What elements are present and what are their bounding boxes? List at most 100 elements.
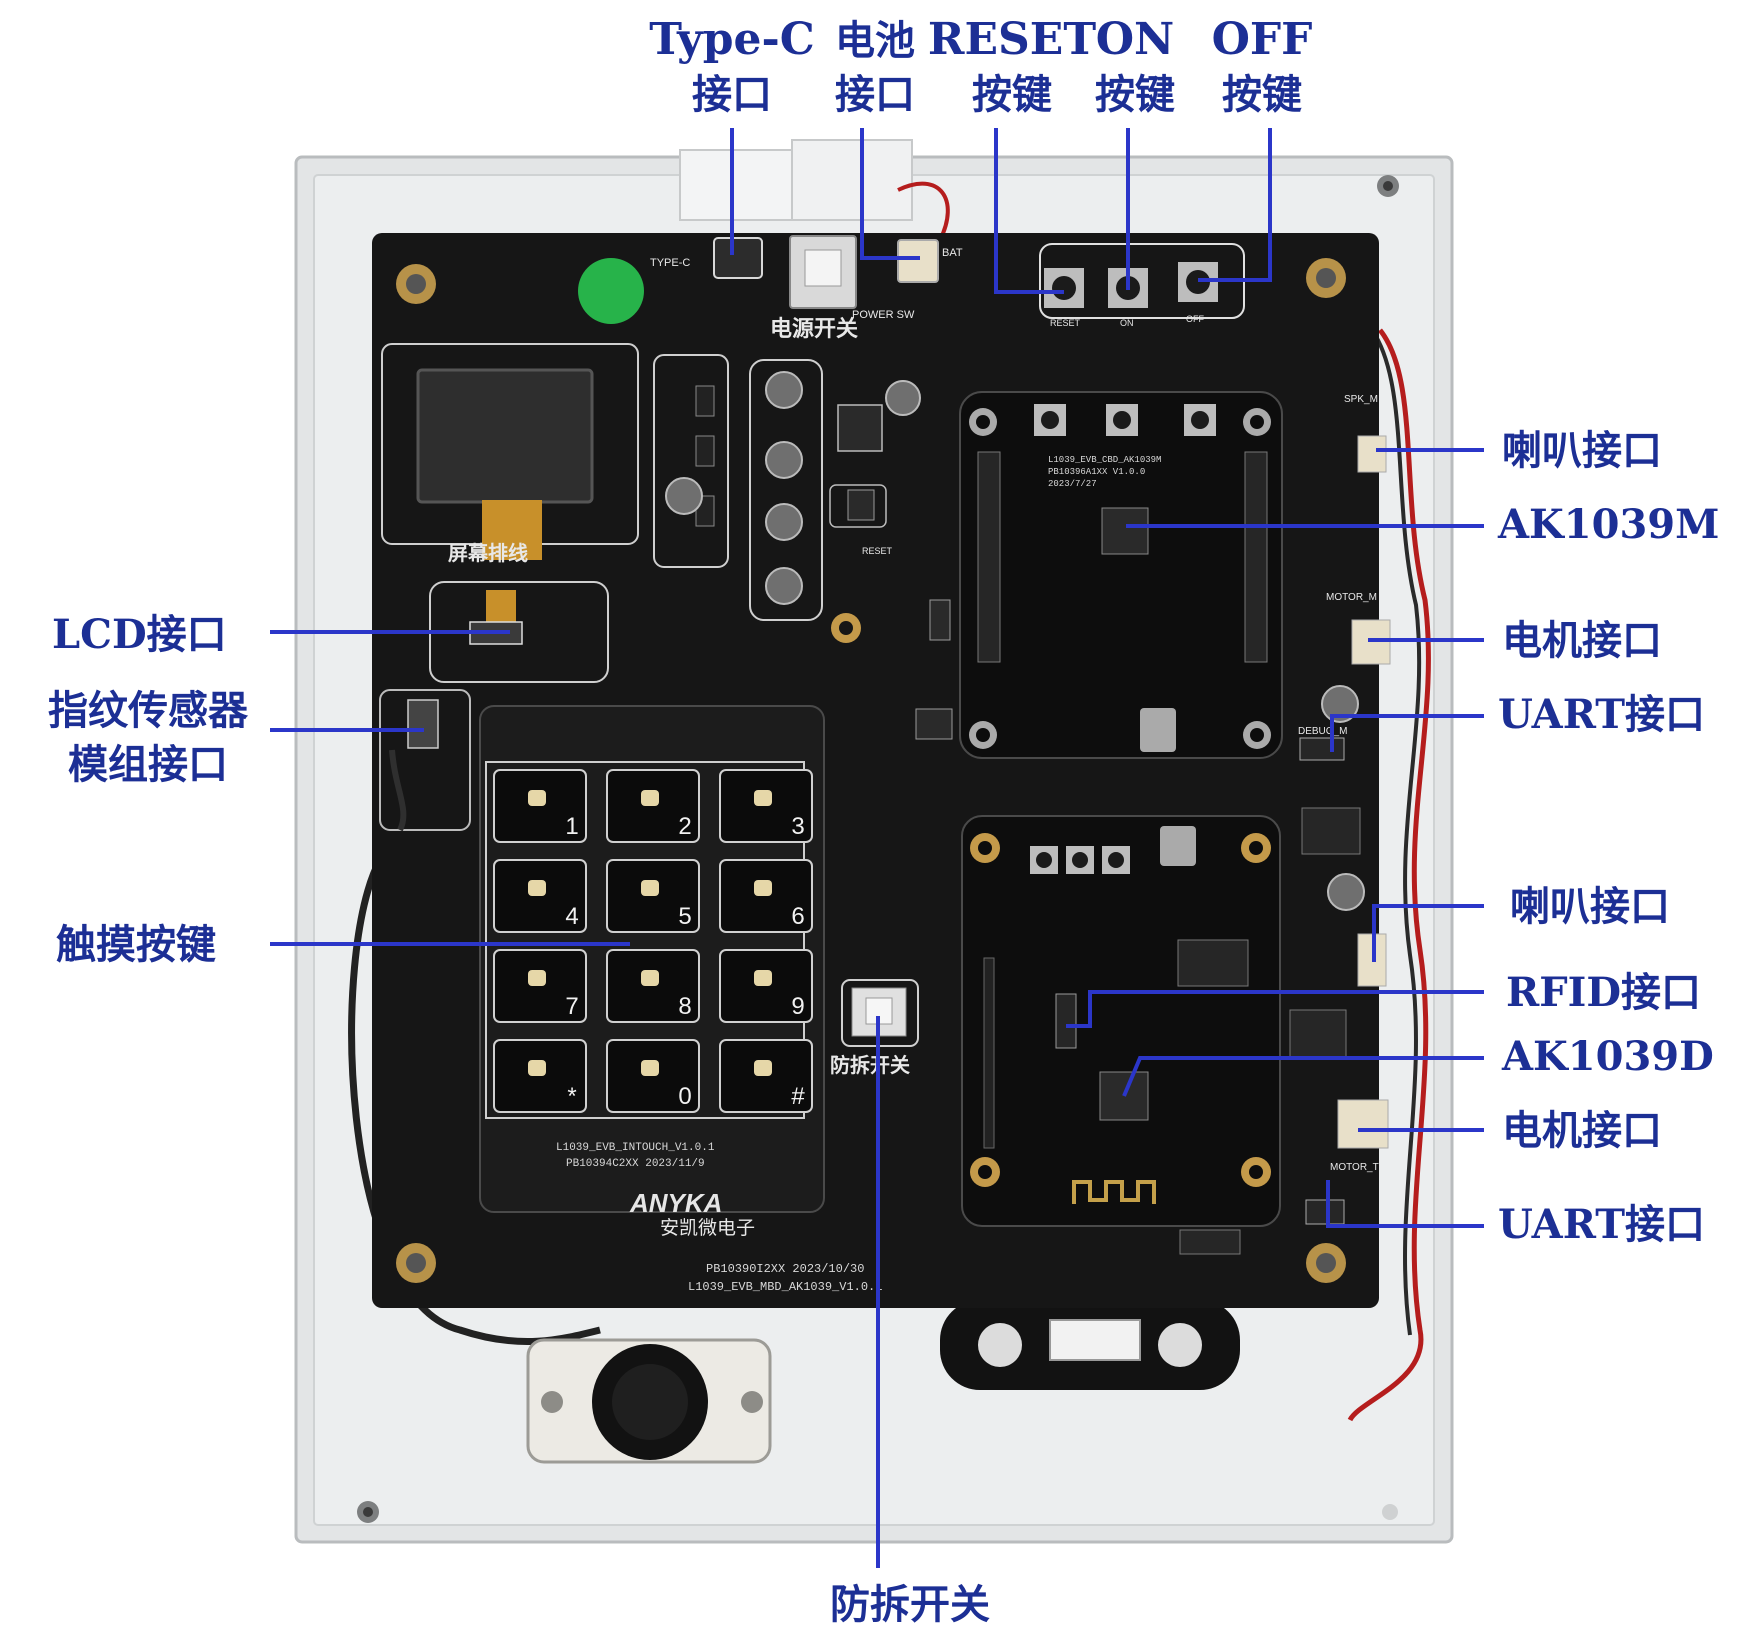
callout-touch-keys: 触摸按键 [56, 922, 630, 968]
callout-speaker-1-label: 喇叭接口 [1502, 428, 1662, 474]
fingerprint-connector [407, 699, 439, 749]
touch-key-led [754, 790, 772, 806]
callout-tamper-label: 防拆开关 [830, 1582, 990, 1628]
anyka-logo-cn: 安凯微电子 [660, 1217, 755, 1239]
touch-key-label: 2 [678, 813, 691, 840]
cbd-label-2: PB10396A1XX V1.0.0 [1048, 467, 1145, 477]
touch-key: 3 [719, 769, 813, 843]
callout-speaker-2: 喇叭接口 [1372, 884, 1670, 962]
callout-motor-1: 电机接口 [1368, 618, 1662, 664]
on-silk: ON [1120, 318, 1134, 328]
callout-ak1039d: AK1039D [1122, 1033, 1714, 1097]
touch-key-led [641, 790, 659, 806]
callout-rfid: RFID接口 [1066, 969, 1701, 1028]
callout-motor-2: 电机接口 [1358, 1108, 1662, 1154]
callout-uart-2: UART接口 [1326, 1180, 1705, 1248]
callout-off: OFF 按键 [1198, 14, 1313, 282]
callout-battery: 电池 接口 [835, 18, 920, 260]
callout-fingerprint-line1: 指纹传感器 [48, 688, 249, 734]
touch-key: 0 [606, 1039, 700, 1113]
touch-key-label: * [567, 1083, 576, 1110]
mbd-label-2: L1039_EVB_MBD_AK1039_V1.0.1 [688, 1280, 882, 1294]
tamper-silk: 防拆开关 [830, 1053, 910, 1077]
touch-key-led [528, 1060, 546, 1076]
power-sw-silk: POWER SW [852, 309, 915, 321]
rfid-connector [1055, 993, 1077, 1049]
screen-cable-silk: 屏幕排线 [448, 541, 528, 565]
callout-uart-2-label: UART接口 [1498, 1201, 1705, 1248]
touch-key-led [641, 970, 659, 986]
speaker-connector-1 [1357, 435, 1387, 473]
touch-key-label: 6 [791, 903, 804, 930]
anyka-logo: ANYKA [629, 1188, 722, 1218]
lcd-display [416, 368, 594, 504]
touch-key-led [528, 790, 546, 806]
touch-key: 4 [493, 859, 587, 933]
touch-key-label: # [791, 1083, 805, 1110]
touch-key: 1 [493, 769, 587, 843]
touch-key-led [754, 970, 772, 986]
main-pcb: TYPE-C POWER SW 电源开关 BAT RESET ON OFF 屏幕… [372, 233, 1391, 1308]
touch-key-label: 5 [678, 903, 691, 930]
callout-uart-1: UART接口 [1330, 691, 1705, 752]
callout-uart-1-label: UART接口 [1498, 691, 1705, 738]
touch-key-led [754, 880, 772, 896]
touch-key: 2 [606, 769, 700, 843]
touch-key-label: 7 [565, 993, 578, 1020]
motor-t-silk: MOTOR_T [1330, 1162, 1379, 1173]
callout-lcd-label: LCD接口 [52, 611, 227, 658]
callout-tamper: 防拆开关 [830, 1016, 990, 1628]
callout-speaker-2-label: 喇叭接口 [1510, 884, 1670, 930]
motor-connector-2 [1337, 1099, 1389, 1149]
callout-ak1039m: AK1039M [1126, 501, 1719, 548]
callout-speaker-1: 喇叭接口 [1376, 428, 1662, 474]
touch-key-label: 9 [791, 993, 804, 1020]
uart-header-1 [1299, 737, 1345, 761]
callout-motor-1-label: 电机接口 [1502, 618, 1662, 664]
power-switch-silk: 电源开关 [770, 316, 858, 341]
touch-key-label: 4 [565, 903, 578, 930]
touch-key-label: 3 [791, 813, 804, 840]
callout-off-line2: 按键 [1222, 72, 1302, 118]
callout-type-c: Type-C 接口 [649, 14, 815, 255]
callout-lcd: LCD接口 [52, 611, 510, 658]
callout-fingerprint: 指纹传感器 模组接口 [48, 688, 424, 788]
callout-off-line1: OFF [1212, 14, 1313, 65]
callout-rfid-label: RFID接口 [1506, 969, 1701, 1016]
touch-key-led [641, 1060, 659, 1076]
keypad-grid: 1 2 3 4 5 6 7 8 9 * 0 # [493, 769, 813, 1113]
callout-fingerprint-line2: 模组接口 [68, 742, 228, 788]
type-c-connector [713, 237, 763, 279]
touch-key-label: 1 [565, 813, 578, 840]
green-marker [578, 258, 644, 324]
callout-on-line2: 按键 [1095, 72, 1175, 118]
touch-key: 8 [606, 949, 700, 1023]
motor-m-silk: MOTOR_M [1326, 592, 1377, 603]
touch-key: * [493, 1039, 587, 1113]
ak1039m-core-board: L1039_EVB_CBD_AK1039M PB10396A1XX V1.0.0… [959, 391, 1283, 759]
callout-type-c-line2: 接口 [692, 72, 772, 118]
intouch-label-1: L1039_EVB_INTOUCH_V1.0.1 [556, 1142, 715, 1154]
callout-reset-line1: RESET [928, 14, 1096, 65]
touch-key: # [719, 1039, 813, 1113]
ak1039d-board [961, 815, 1281, 1227]
battery-connector [897, 239, 939, 283]
callout-on: ON 按键 [1095, 14, 1175, 290]
callout-ak1039d-label: AK1039D [1501, 1033, 1714, 1080]
callout-battery-line1: 电池 [835, 18, 915, 64]
touch-key-led [754, 1060, 772, 1076]
bat-silk: BAT [942, 247, 963, 259]
callout-type-c-line1: Type-C [649, 14, 815, 65]
spk-silk: SPK_M [1344, 394, 1378, 405]
callout-battery-line2: 接口 [835, 72, 915, 118]
reset-silk-2: RESET [862, 546, 893, 556]
ak1039m-chip [1101, 507, 1149, 555]
uart-header-2 [1305, 1199, 1345, 1225]
callout-reset-line2: 按键 [972, 72, 1052, 118]
reset-silk: RESET [1050, 318, 1081, 328]
callout-on-line1: ON [1096, 14, 1175, 65]
mbd-label-1: PB10390I2XX 2023/10/30 [706, 1262, 864, 1276]
touch-key-led [528, 970, 546, 986]
